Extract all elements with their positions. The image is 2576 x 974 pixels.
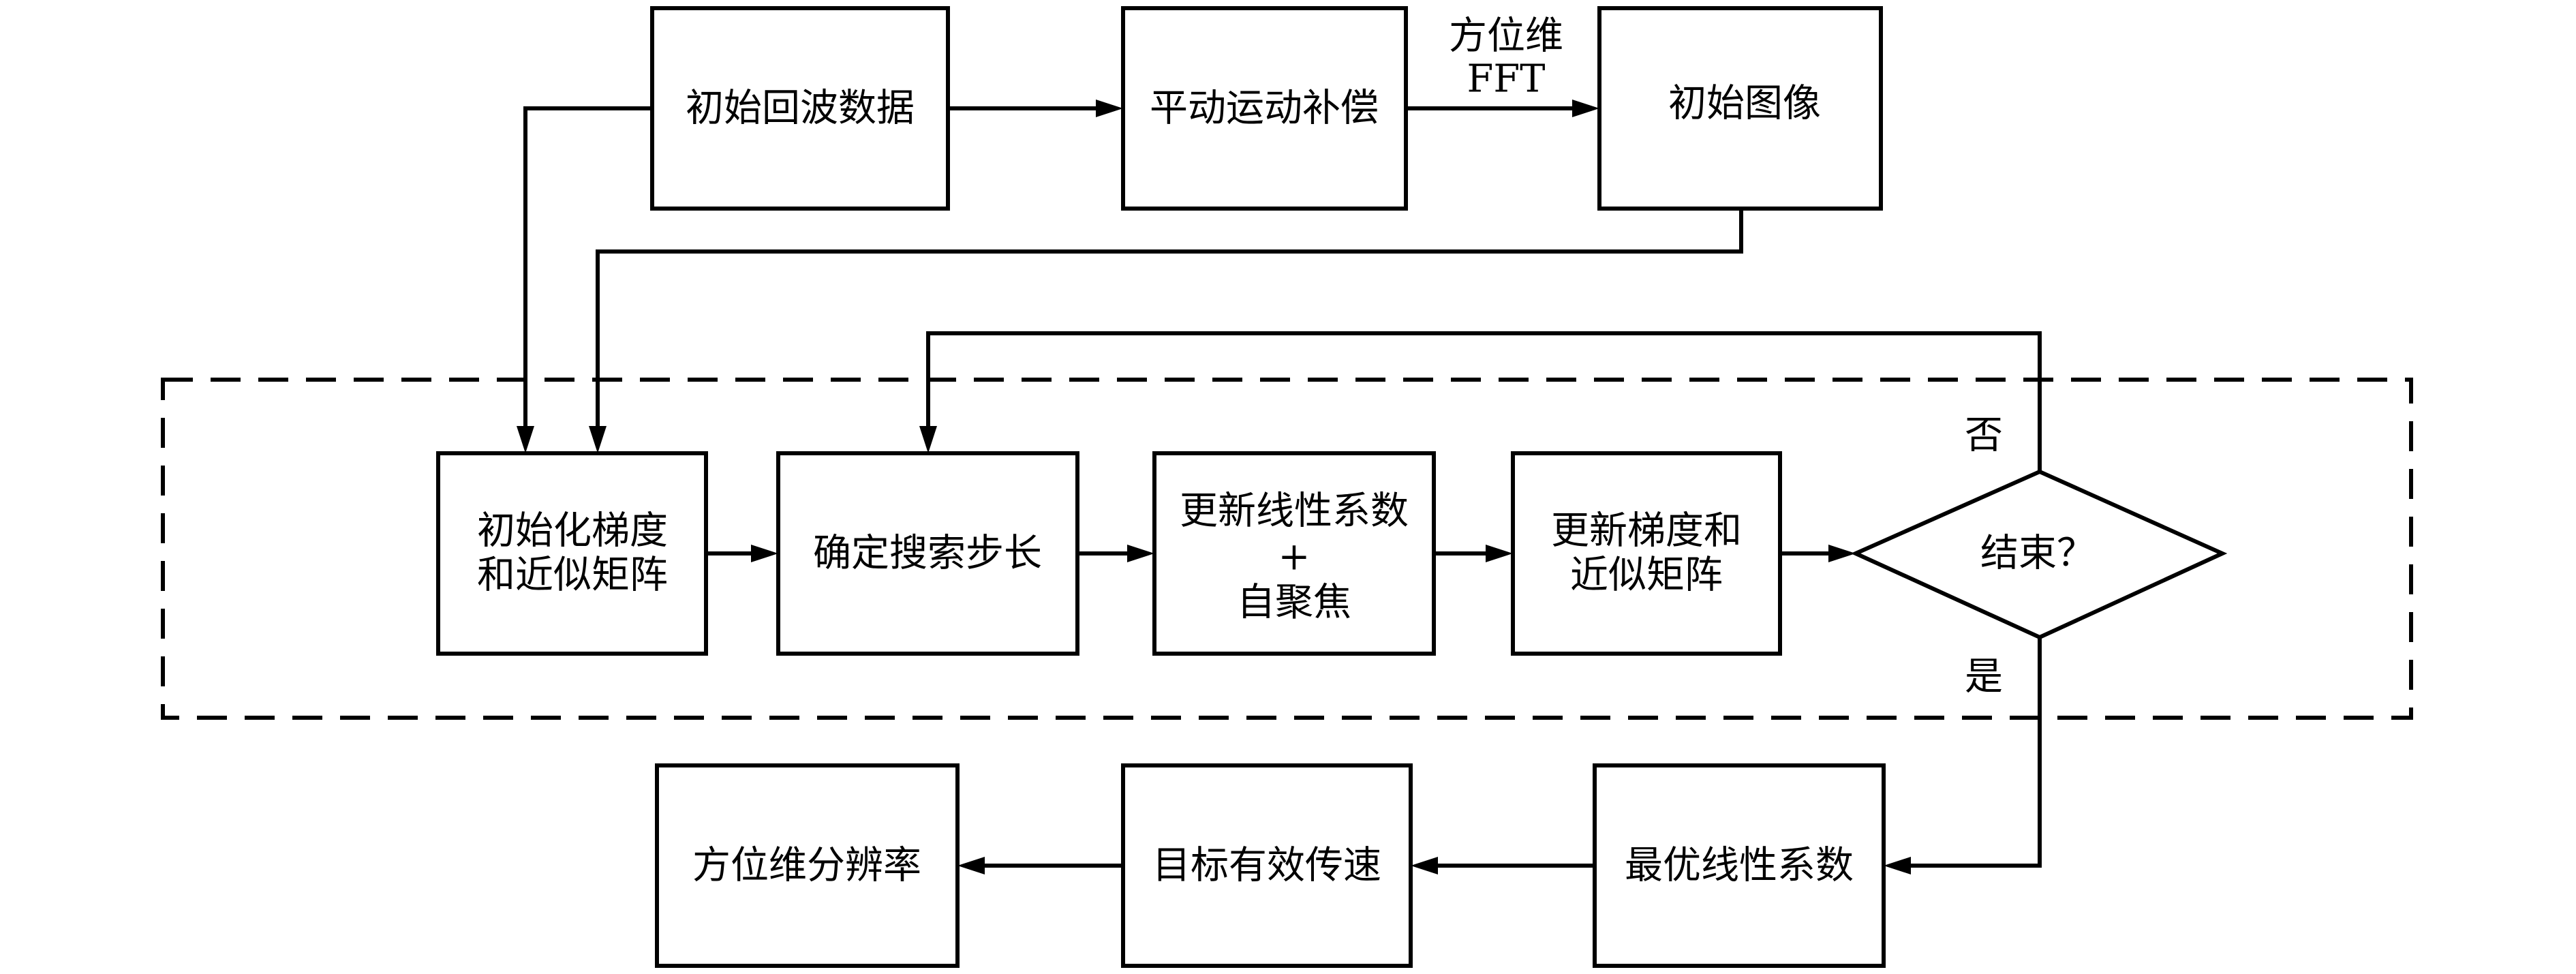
node-label: 方位维分辨率 bbox=[692, 844, 921, 888]
node-label-line: 自聚焦 bbox=[1237, 581, 1351, 625]
node-label-line: 更新线性系数 bbox=[1180, 489, 1409, 534]
node-determine-search-step: 确定搜索步长 bbox=[776, 451, 1079, 656]
node-label: 最优线性系数 bbox=[1625, 844, 1854, 888]
node-box bbox=[1593, 763, 1886, 968]
node-label: 初始回波数据 bbox=[686, 87, 915, 131]
node-box bbox=[1511, 451, 1782, 656]
node-initial-echo-data: 初始回波数据 bbox=[650, 6, 950, 211]
node-label-line: 近似矩阵 bbox=[1570, 553, 1723, 598]
node-label: 平动运动补偿 bbox=[1150, 87, 1379, 131]
edge-label-no: 否 bbox=[1965, 414, 2003, 458]
node-label-line: 更新梯度和 bbox=[1551, 509, 1742, 553]
arrow-echo-to-init-matrix bbox=[517, 106, 652, 453]
node-translational-motion-compensation: 平动运动补偿 bbox=[1121, 6, 1408, 211]
node-box bbox=[1152, 451, 1436, 656]
node-box bbox=[650, 6, 950, 211]
node-target-effective-velocity: 目标有效传速 bbox=[1121, 763, 1413, 968]
node-label-line: + bbox=[1278, 535, 1310, 579]
node-end-decision: 结束？ bbox=[1850, 469, 2228, 640]
node-initial-image: 初始图像 bbox=[1597, 6, 1883, 211]
node-box bbox=[1597, 6, 1883, 211]
node-label: 目标有效传速 bbox=[1152, 844, 1381, 888]
edge-label-line: FFT bbox=[1467, 57, 1545, 102]
decision-diamond bbox=[1850, 469, 2228, 640]
arrow-decision-yes-to-optimal bbox=[1884, 637, 2042, 874]
edge-label-line: 方位维 bbox=[1449, 14, 1563, 59]
node-label-line: 和近似矩阵 bbox=[477, 553, 668, 598]
node-box bbox=[1121, 6, 1408, 211]
node-init-gradient-matrix: 初始化梯度 和近似矩阵 bbox=[436, 451, 708, 656]
node-box bbox=[436, 451, 708, 656]
node-label: 初始图像 bbox=[1668, 82, 1821, 126]
node-update-linear-coefficients: 更新线性系数 + 自聚焦 bbox=[1152, 451, 1436, 656]
arrow-image-to-init-matrix bbox=[589, 209, 1743, 453]
node-label: 结束？ bbox=[1980, 532, 2095, 576]
node-azimuth-resolution: 方位维分辨率 bbox=[655, 763, 960, 968]
node-label-line: 初始化梯度 bbox=[477, 509, 668, 553]
node-update-gradient-matrix: 更新梯度和 近似矩阵 bbox=[1511, 451, 1782, 656]
node-box bbox=[655, 763, 960, 968]
node-label: 确定搜索步长 bbox=[813, 532, 1042, 576]
node-optimal-linear-coefficients: 最优线性系数 bbox=[1593, 763, 1886, 968]
arrow-decision-no-to-step bbox=[919, 331, 2042, 472]
edge-label-yes: 是 bbox=[1965, 655, 2003, 699]
edge-label-azimuth-fft: 方位维 FFT bbox=[1449, 14, 1563, 102]
iteration-loop-boundary bbox=[161, 378, 2413, 720]
